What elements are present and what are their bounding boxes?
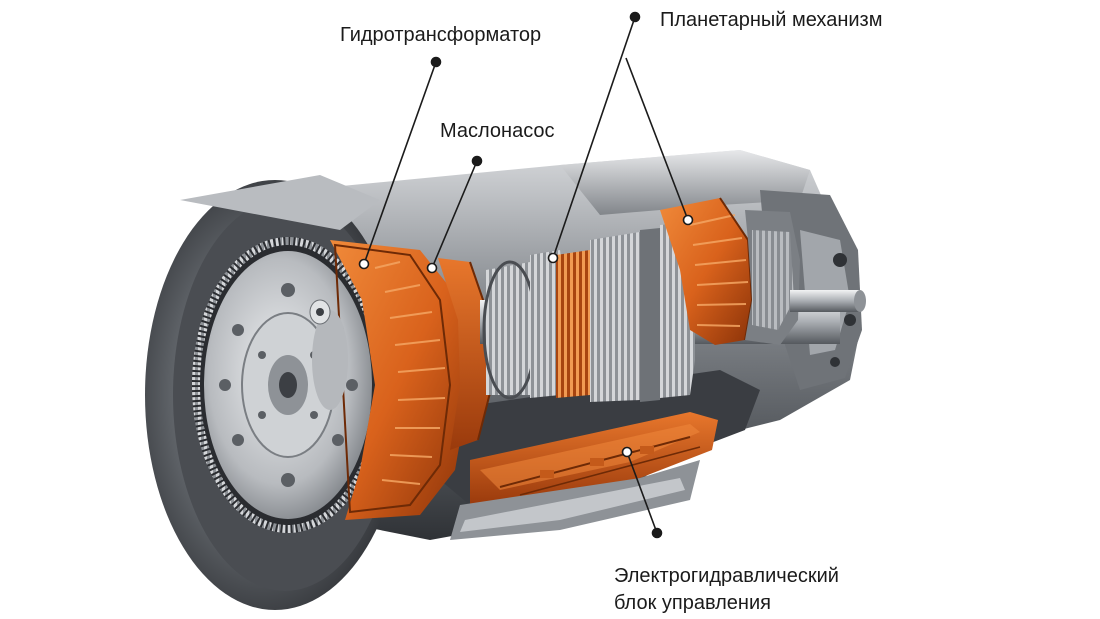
output-shaft <box>790 290 866 312</box>
torque-converter-label: Гидротрансформатор <box>340 24 542 46</box>
control-unit-label: Электрогидравлический блок управления <box>614 563 839 617</box>
planetary-gear-label: Планетарный механизм <box>660 9 883 31</box>
torque-converter <box>309 240 470 520</box>
leader-lines <box>358 11 694 539</box>
planetary-gearset <box>660 197 800 345</box>
control-unit-label-line1: Электрогидравлический <box>614 565 839 587</box>
oil-pump-label: Маслонасос <box>440 120 555 142</box>
control-unit-label-line2: блок управления <box>614 592 771 614</box>
